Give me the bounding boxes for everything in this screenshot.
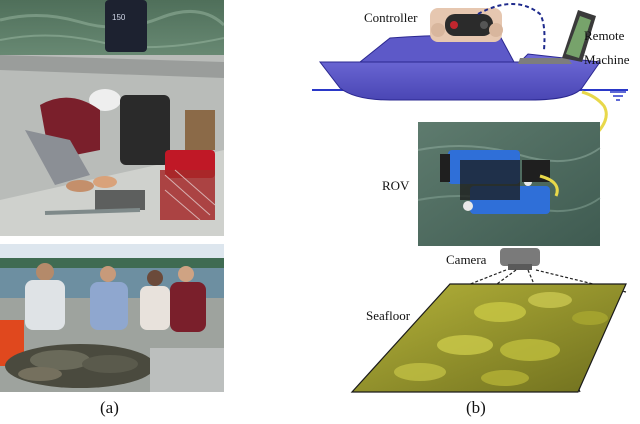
wireless-link — [477, 3, 546, 51]
remote-label: Remote — [584, 28, 625, 43]
rov-label: ROV — [382, 178, 410, 193]
boat-hull — [318, 53, 601, 101]
camera-icon — [500, 248, 540, 270]
motor-brand-text: 150 — [112, 13, 126, 22]
seafloor-image — [350, 283, 627, 393]
camera-label: Camera — [446, 252, 487, 267]
machine-label: Machine — [584, 52, 630, 67]
rov-photo — [417, 122, 601, 246]
game-controller-icon — [430, 8, 503, 42]
controller-label: Controller — [364, 10, 418, 25]
crew-oysters-photo — [0, 244, 224, 392]
boat-work-photo: 150 — [0, 0, 224, 236]
laptop-icon — [518, 10, 596, 64]
caption-b: (b) — [466, 398, 486, 417]
ground-symbol — [610, 91, 626, 101]
seafloor-label: Seafloor — [366, 308, 411, 323]
caption-a: (a) — [100, 398, 119, 417]
rov-system-diagram: Controller Remote Machine ROV Camera Sea… — [300, 0, 640, 424]
